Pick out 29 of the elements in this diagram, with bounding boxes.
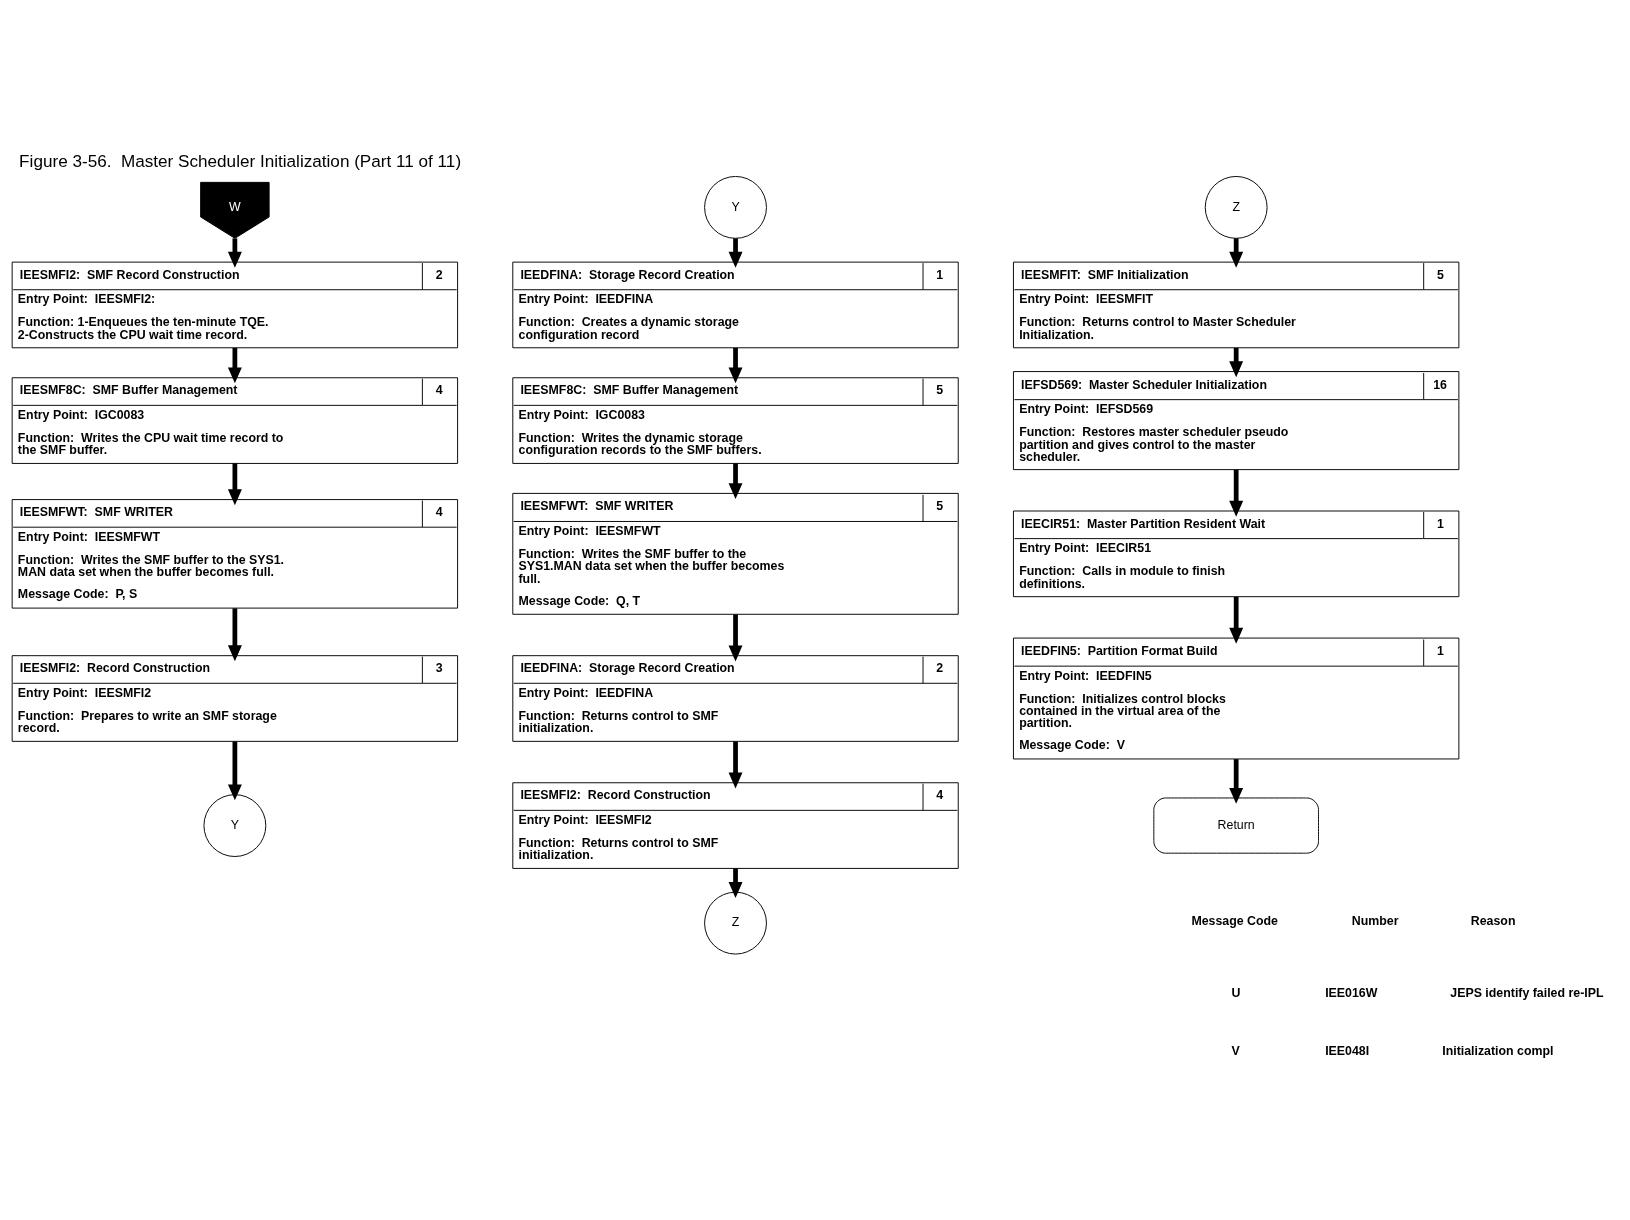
label: IEE016W — [1325, 986, 1378, 1001]
node-circle: Y — [203, 794, 267, 857]
arrow — [227, 741, 242, 801]
label: Number — [1351, 914, 1399, 929]
arrow — [227, 463, 242, 506]
arrow — [728, 741, 743, 789]
arrow — [1229, 469, 1244, 517]
node-circle: Z — [704, 891, 767, 955]
label: IEE048I — [1325, 1044, 1370, 1059]
arrow — [227, 347, 242, 384]
diagram-title: Figure 3-56. Master Scheduler Initialization (Part 11 of 11) — [19, 151, 462, 172]
arrow — [728, 238, 743, 268]
arrow — [728, 614, 743, 662]
arrow — [728, 463, 743, 500]
label: Initialization compl — [1442, 1044, 1554, 1059]
node-circle: Z — [1204, 176, 1268, 239]
label: Message Code — [1191, 914, 1278, 929]
label: JEPS identify failed re-IPL — [1450, 986, 1604, 1001]
arrow — [728, 868, 743, 898]
node-circle: Y — [704, 176, 767, 239]
arrow — [227, 608, 242, 662]
label: V — [1231, 1044, 1240, 1059]
arrow — [1229, 238, 1244, 268]
label: Reason — [1470, 914, 1516, 929]
arrow — [1229, 596, 1244, 644]
node-box: Return — [1153, 797, 1319, 854]
label: U — [1231, 986, 1241, 1001]
arrow — [1229, 759, 1244, 804]
arrow — [728, 347, 743, 384]
